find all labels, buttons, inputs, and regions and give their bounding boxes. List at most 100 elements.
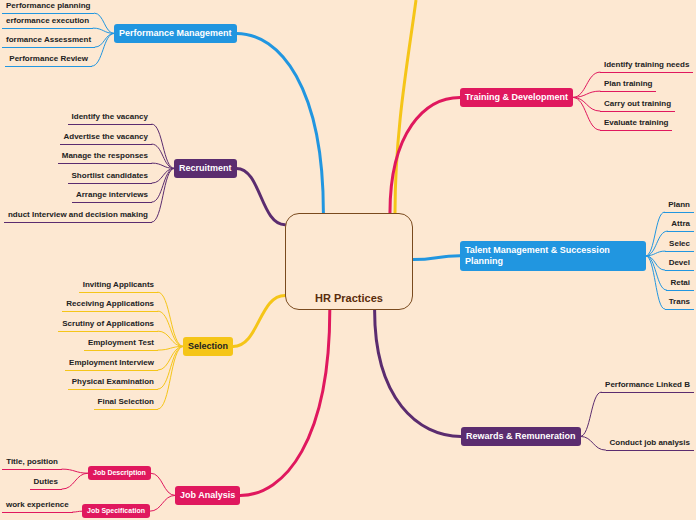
- branch-line: [395, 0, 416, 213]
- topic-text: Performance planning: [6, 1, 90, 10]
- topic-text: Performance Review: [9, 54, 88, 63]
- subtopic-label: Performance planning: [2, 1, 94, 14]
- topic-text: Retai: [670, 278, 690, 287]
- branch-connector: [390, 97, 460, 213]
- topic-text: Arrange interviews: [76, 190, 148, 199]
- topic-text: Talent Management & Succession Planning: [465, 245, 610, 266]
- subtopic-label: Performance Linked B: [601, 380, 694, 393]
- topic-text: HR Practices: [315, 292, 383, 304]
- topic-text: Trans: [669, 297, 690, 306]
- subtopic-connector: [158, 331, 183, 346]
- subtopic-connector: [151, 473, 175, 495]
- subtopic-label: Trans: [665, 297, 694, 310]
- subtopic-label: Plann: [664, 200, 694, 213]
- subtopic-connector: [573, 97, 600, 130]
- subtopic-label: Inviting Applicants: [79, 280, 158, 293]
- topic-text: erformance execution: [6, 16, 89, 25]
- topic-text: Job Description: [93, 469, 146, 476]
- subtopic-label: Carry out training: [600, 99, 675, 112]
- topic-text: Recruitment: [179, 163, 232, 173]
- topic-text: Job Analysis: [180, 490, 235, 500]
- topic-box: Job Description: [88, 466, 151, 480]
- topic-text: Title, position: [6, 457, 58, 466]
- subtopic-label: work experience: [2, 500, 73, 513]
- subtopic-connector: [158, 311, 183, 346]
- topic-text: Shortlist candidates: [72, 171, 148, 180]
- topic-text: Receiving Applications: [66, 299, 154, 308]
- subtopic-label: Retai: [666, 278, 694, 291]
- subtopic-label: nduct Interview and decision making: [4, 210, 152, 223]
- subtopic-connector: [646, 256, 665, 309]
- subtopic-label: Identify training needs: [600, 60, 693, 73]
- subtopic-label: Devel: [665, 258, 694, 271]
- topic-text: Performance Management: [119, 28, 232, 38]
- subtopic-label: formance Assessment: [2, 35, 95, 48]
- subtopic-label: Identify the vacancy: [68, 112, 152, 125]
- topic-text: Identify training needs: [604, 60, 689, 69]
- topic-text: Conduct job analysis: [610, 438, 690, 447]
- subtopic-connector: [152, 163, 174, 168]
- subtopic-label: Final Selection: [94, 397, 158, 410]
- subtopic-label: Employment Interview: [65, 358, 158, 371]
- topic-text: work experience: [6, 500, 69, 509]
- subtopic-connector: [93, 28, 114, 33]
- subtopic-label: Receiving Applications: [62, 299, 158, 312]
- topic-box: Job Specification: [82, 504, 150, 518]
- topic-text: nduct Interview and decision making: [8, 210, 148, 219]
- subtopic-label: Title, position: [2, 457, 62, 470]
- subtopic-label: Shortlist candidates: [68, 171, 152, 184]
- subtopic-connector: [581, 436, 606, 450]
- topic-box: Selection: [183, 337, 233, 356]
- topic-text: Plann: [668, 200, 690, 209]
- subtopic-label: Manage the responses: [58, 151, 152, 164]
- subtopic-label: Employment Test: [84, 338, 158, 351]
- branch-connector: [237, 33, 324, 213]
- topic-text: Advertise the vacancy: [64, 132, 149, 141]
- subtopic-label: Selec: [665, 239, 694, 252]
- topic-text: Carry out training: [604, 99, 671, 108]
- topic-box: Talent Management & Succession Planning: [460, 241, 646, 271]
- topic-text: Employment Test: [88, 338, 154, 347]
- branch-connector: [413, 256, 460, 260]
- subtopic-label: Performance Review: [5, 54, 92, 67]
- subtopic-label: erformance execution: [2, 16, 93, 29]
- topic-text: Physical Examination: [72, 377, 154, 386]
- subtopic-label: Conduct job analysis: [606, 438, 694, 451]
- subtopic-connector: [152, 168, 174, 222]
- subtopic-connector: [158, 346, 183, 389]
- topic-text: Inviting Applicants: [83, 280, 154, 289]
- subtopic-connector: [152, 124, 174, 168]
- topic-box: Job Analysis: [175, 486, 240, 505]
- subtopic-connector: [73, 511, 82, 513]
- topic-text: Identify the vacancy: [72, 112, 148, 121]
- topic-text: Final Selection: [98, 397, 154, 406]
- topic-text: Devel: [669, 258, 690, 267]
- topic-text: formance Assessment: [6, 35, 91, 44]
- topic-text: Duties: [34, 477, 58, 486]
- topic-text: Selec: [669, 239, 690, 248]
- subtopic-connector: [158, 292, 183, 346]
- subtopic-connector: [573, 72, 600, 97]
- subtopic-connector: [158, 346, 183, 409]
- topic-text: Employment Interview: [69, 358, 154, 367]
- topic-text: Rewards & Remuneration: [466, 431, 576, 441]
- topic-box: Rewards & Remuneration: [461, 427, 581, 446]
- topic-text: Plan training: [604, 79, 652, 88]
- subtopic-label: Plan training: [600, 79, 656, 92]
- central-topic: HR Practices: [285, 213, 413, 310]
- subtopic-connector: [62, 473, 88, 489]
- branch-connector: [240, 310, 330, 495]
- subtopic-connector: [94, 13, 114, 33]
- topic-box: Training & Development: [460, 88, 573, 107]
- subtopic-label: Attra: [667, 219, 694, 232]
- subtopic-label: Scrutiny of Applications: [58, 319, 158, 332]
- branch-connector: [233, 295, 285, 346]
- branch-connector: [237, 168, 285, 224]
- subtopic-label: Arrange interviews: [72, 190, 152, 203]
- subtopic-connector: [573, 97, 600, 111]
- topic-box: Performance Management: [114, 24, 237, 43]
- topic-text: Evaluate training: [604, 118, 668, 127]
- subtopic-label: Evaluate training: [600, 118, 672, 131]
- topic-box: Recruitment: [174, 159, 237, 178]
